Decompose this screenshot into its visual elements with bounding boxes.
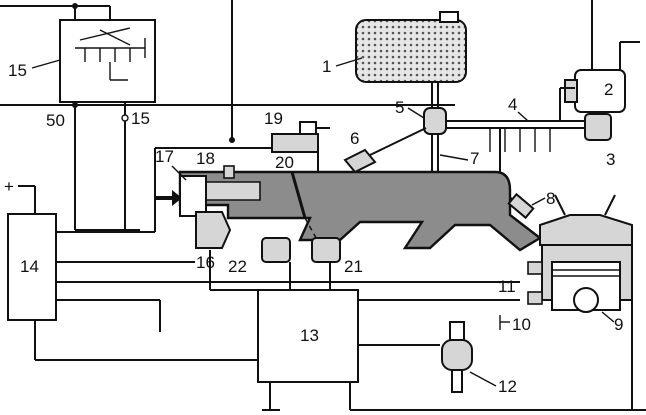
label-21: 21 [344, 257, 363, 276]
label-5: 5 [395, 98, 404, 117]
label-20: 20 [275, 153, 294, 172]
thermo-time-switch-10 [527, 291, 543, 305]
label-16: 16 [196, 253, 215, 272]
intake-manifold [178, 170, 543, 252]
ecu-wiring [209, 250, 646, 411]
throttle-switch-22 [261, 237, 291, 263]
potentiometer-16 [195, 211, 232, 249]
label-22: 22 [228, 257, 247, 276]
throttle-switch-21 [311, 237, 341, 263]
control-unit-14 [7, 213, 57, 321]
label-3: 3 [606, 150, 615, 169]
label-17: 17 [155, 147, 174, 166]
engine-temp-sensor-11 [527, 261, 543, 275]
label-13: 13 [300, 326, 319, 345]
label-8: 8 [546, 189, 555, 208]
auxiliary-air-valve-19 [271, 121, 330, 172]
engine-cylinder [539, 194, 633, 313]
label-1: 1 [322, 57, 331, 76]
label-9: 9 [614, 315, 623, 334]
air-temp-sensor-18 [223, 165, 235, 179]
label-2: 2 [604, 80, 613, 99]
fuel-pump-2 [564, 0, 640, 113]
throttle-valve-20 [290, 171, 307, 219]
plus-sign: + [4, 177, 14, 196]
pressure-regulator-3 [584, 113, 612, 141]
label-50: 50 [46, 111, 65, 130]
cold-start-injector-6 [343, 148, 377, 174]
fuel-filter-5 [423, 107, 447, 135]
ignition-switch-15 [59, 19, 156, 103]
label-14: 14 [20, 257, 39, 276]
terminal-wiring [0, 102, 455, 231]
label-19: 19 [264, 109, 283, 128]
label-10: 10 [512, 315, 531, 334]
distributor-12 [441, 321, 473, 393]
air-flow-sensor-17 [179, 175, 207, 217]
label-6: 6 [350, 129, 359, 148]
label-15: 15 [8, 61, 27, 80]
ecu-13 [257, 289, 359, 383]
label-4: 4 [508, 95, 517, 114]
air-flow-arrow [155, 190, 182, 206]
injector-8 [507, 192, 535, 220]
label-15-terminal: 15 [131, 109, 150, 128]
control-unit-wiring [34, 147, 520, 361]
label-7: 7 [470, 149, 479, 168]
fuel-tank-1 [355, 19, 467, 83]
label-12: 12 [498, 377, 517, 396]
label-11: 11 [498, 277, 516, 296]
label-18: 18 [196, 149, 215, 168]
